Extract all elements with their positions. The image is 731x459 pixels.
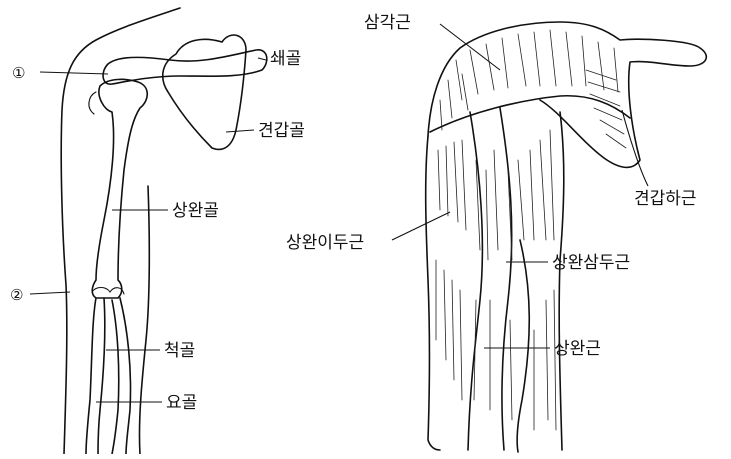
elbow-joint	[92, 288, 124, 295]
clavicle-label: 쇄골	[270, 49, 301, 69]
biceps-label: 상완이두근	[286, 233, 364, 253]
humerus-bone	[92, 79, 147, 298]
brachialis-contour	[517, 240, 529, 452]
marker-1-leader	[40, 72, 108, 74]
deltoid-lower-edge	[430, 96, 630, 132]
marker-1-label: ①	[12, 64, 25, 82]
scapula-bone	[163, 35, 246, 149]
deltoid-label: 삼각근	[364, 13, 411, 33]
infraspinatus-fiber-hatching	[586, 70, 626, 148]
biceps-contour	[468, 112, 482, 450]
deltoid-leader	[440, 24, 500, 70]
triceps-contour	[500, 108, 512, 450]
radius-bone	[112, 298, 131, 454]
humerus-head-cap	[89, 92, 96, 114]
marker-2-label: ②	[10, 286, 23, 304]
biceps-leader	[392, 212, 450, 240]
ulna-label: 척골	[164, 341, 195, 361]
radius-label: 요골	[166, 393, 197, 413]
brachialis-label: 상완근	[554, 339, 601, 359]
marker-2-leader	[30, 292, 70, 294]
triceps-label: 상완삼두근	[552, 253, 630, 273]
ulna-bone	[86, 298, 105, 454]
humerus-label: 상완골	[172, 201, 219, 221]
infraspinatus-label: 견갑하근	[634, 189, 697, 209]
scapula-leader	[226, 130, 254, 132]
arm-skin-outline-inner	[139, 186, 149, 454]
skeleton-drawing	[30, 8, 267, 454]
muscle-drawing	[392, 22, 706, 452]
scapula-label: 견갑골	[258, 121, 305, 141]
clavicle-leader	[258, 58, 266, 60]
arm-fiber-hatching	[436, 130, 556, 430]
